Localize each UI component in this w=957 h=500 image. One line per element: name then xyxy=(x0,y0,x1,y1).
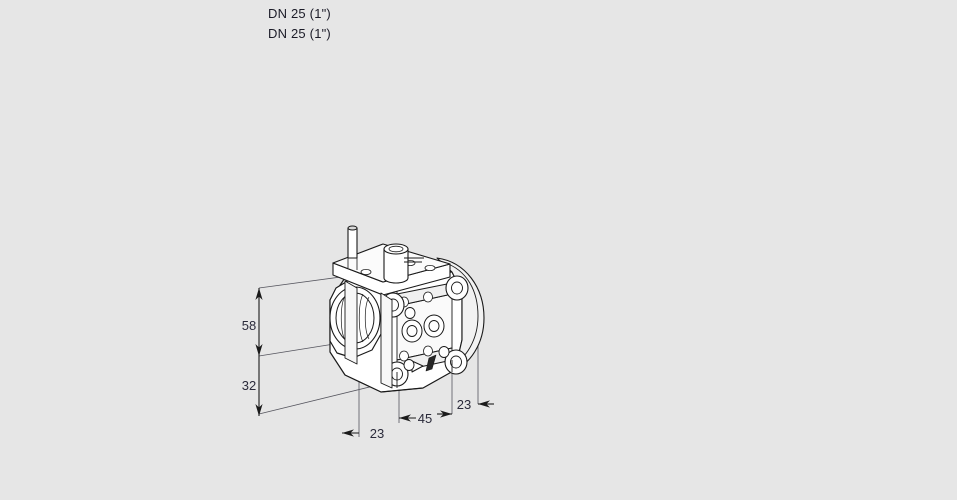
dimension-label-58: 58 xyxy=(242,318,256,333)
horizontal-dimension-45 xyxy=(399,410,452,422)
size-label-line-1: DN 25 (1") xyxy=(268,6,331,21)
size-label-line-2: DN 25 (1") xyxy=(268,26,331,41)
vertical-stem-pin xyxy=(347,225,358,259)
dimension-label-23-left: 23 xyxy=(370,426,384,441)
body-lower-edges xyxy=(344,360,453,393)
dimension-label-23-right: 23 xyxy=(457,397,471,412)
vertical-dimension-32 xyxy=(255,356,263,416)
horizontal-dimension-23-right xyxy=(478,400,494,408)
horizontal-dimension-23-left xyxy=(342,429,359,437)
size-label-block: DN 25 (1") DN 25 (1") xyxy=(268,4,331,44)
dimension-label-45: 45 xyxy=(418,411,432,426)
bracket-underside-edges xyxy=(347,258,358,270)
dimension-label-32: 32 xyxy=(242,378,256,393)
solenoid-boss xyxy=(383,243,424,284)
valve-assembly xyxy=(329,225,485,393)
body-side-gussets xyxy=(344,280,393,389)
vertical-dimension-58 xyxy=(255,288,263,356)
pressure-test-ports xyxy=(401,314,445,343)
